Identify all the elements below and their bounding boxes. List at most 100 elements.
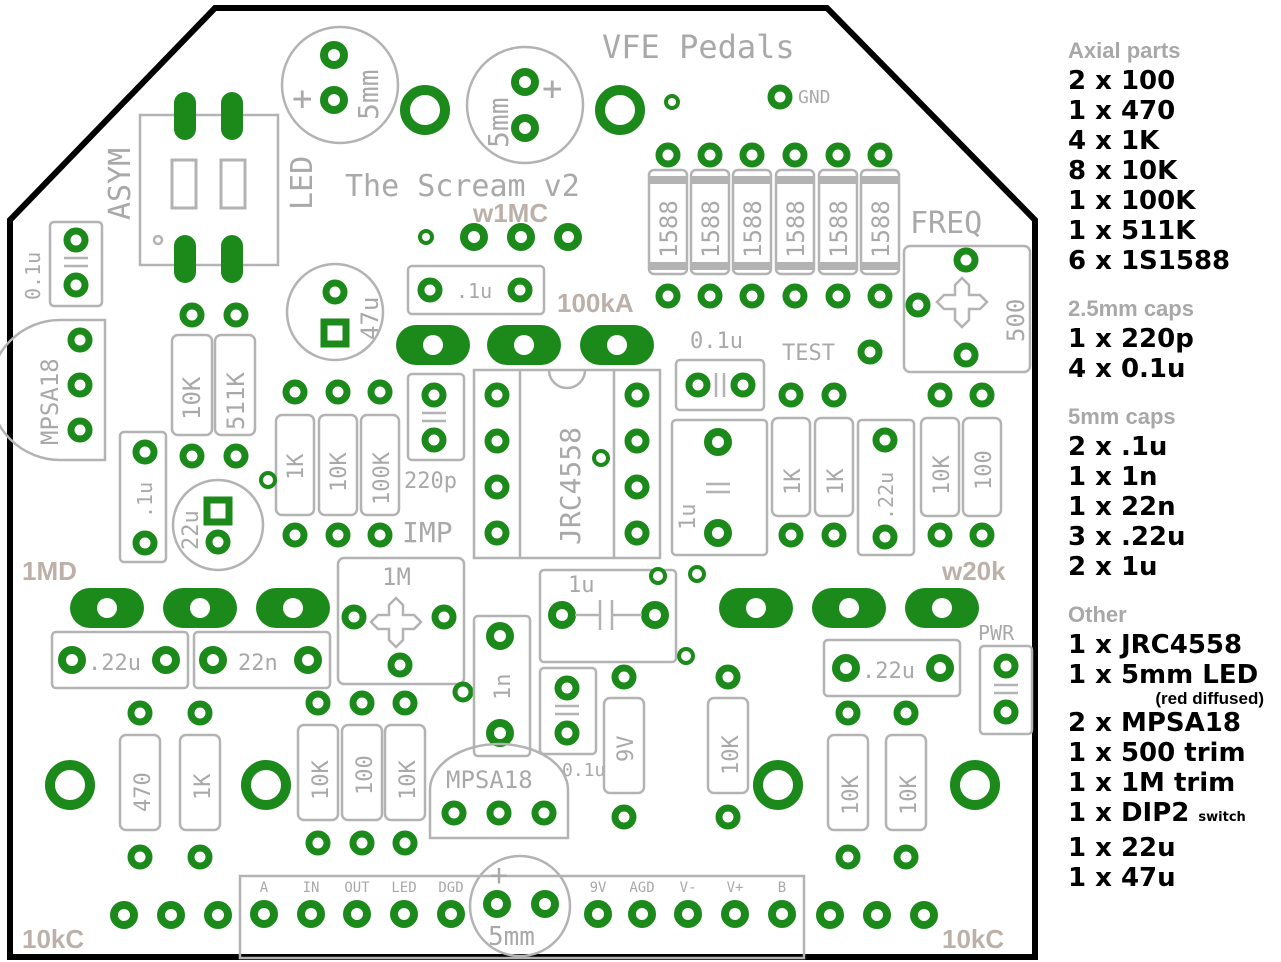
cap-symbol — [706, 482, 730, 494]
cap-symbol — [555, 704, 579, 716]
dip-switch — [219, 158, 247, 210]
cap-outline — [465, 45, 585, 165]
dip-switch — [170, 158, 198, 210]
pot-pad — [863, 901, 891, 929]
terminal-pad — [437, 900, 465, 928]
terminal-label: LED — [391, 880, 416, 896]
cap-pad-square — [203, 496, 233, 526]
resistor-label: 10K — [178, 376, 206, 420]
w20k-label: w20k — [941, 556, 1006, 586]
transistor-outline — [0, 318, 107, 462]
via — [677, 647, 695, 665]
bom-item: 1 x 22n — [1068, 492, 1176, 522]
transistor-pad — [67, 372, 93, 398]
trimmer-pad — [953, 342, 979, 368]
resistor-pad — [367, 379, 393, 405]
resistor-pad — [821, 382, 847, 408]
bom-item: 1 x 1M trim — [1068, 768, 1236, 798]
diode: 1588 — [731, 142, 773, 309]
dip-pad — [221, 92, 243, 140]
diode: 1588 — [774, 142, 816, 309]
transistor-pad — [67, 327, 93, 353]
pot-pad — [910, 901, 938, 929]
cap-pad — [132, 439, 158, 465]
cap-pad — [294, 646, 322, 674]
board-outline — [7, 5, 1038, 960]
transistor-outline — [428, 742, 570, 840]
resistor-pad — [179, 302, 205, 328]
ic-pin — [624, 520, 650, 546]
resistor-pad — [778, 522, 804, 548]
trimmer-label: 500 — [1002, 299, 1030, 342]
terminal-pad — [343, 900, 371, 928]
cap-pad — [511, 68, 539, 96]
cap-label: 220p — [404, 469, 457, 494]
cap-plus: + — [292, 79, 312, 119]
terminal-label: AGD — [629, 880, 654, 896]
resistor-label: 10K — [839, 775, 864, 815]
resistor-pad — [969, 382, 995, 408]
ic-pin — [484, 382, 510, 408]
pot-hole — [607, 335, 627, 355]
resistor-pad — [778, 382, 804, 408]
cap-pad — [872, 427, 898, 453]
resistor-pad — [969, 522, 995, 548]
transistor-pad — [531, 800, 557, 826]
cap-label: 1u — [676, 504, 701, 531]
cap-pad — [486, 622, 514, 650]
cap-label: 5mm — [352, 69, 385, 120]
led-plus: + — [490, 858, 508, 893]
bom-item: 1 x 5mm LED — [1068, 660, 1259, 690]
resistor-label: 10K — [897, 775, 922, 815]
resistor-label: 1K — [781, 468, 806, 495]
kc-right-label: 10kC — [942, 924, 1004, 954]
diode: 1588 — [859, 142, 901, 309]
cap-pad — [421, 382, 447, 408]
test-pad — [857, 339, 883, 365]
cap-label: 5mm — [482, 97, 515, 148]
cap-symbol — [714, 373, 726, 397]
mount-pad — [753, 760, 803, 810]
cap-outline — [978, 644, 1034, 736]
imp-label: IMP — [402, 516, 453, 549]
bom-item: 2 x MPSA18 — [1068, 708, 1241, 738]
resistor-body — [170, 333, 214, 437]
diode-label: 1588 — [867, 200, 895, 258]
cap-pad — [132, 530, 158, 556]
cap-outline — [192, 630, 332, 690]
cap-pad — [63, 227, 89, 253]
cap-pad — [199, 646, 227, 674]
via — [418, 229, 434, 245]
dip-switch-outline — [138, 113, 280, 267]
cap-label: .22u — [88, 651, 141, 676]
resistor-label: 100 — [972, 450, 997, 490]
mount-pad — [595, 85, 645, 135]
pot-pad — [110, 901, 138, 929]
cap-pad — [993, 699, 1019, 725]
resistor-pad — [223, 302, 249, 328]
cap-label: .22u — [874, 472, 898, 520]
cap-outline — [118, 430, 168, 564]
mount-pad — [241, 760, 291, 810]
dip-pad — [221, 235, 243, 283]
cap-outline — [674, 358, 766, 412]
resistor-label: 10K — [309, 760, 334, 800]
terminal-label: IN — [303, 880, 320, 896]
asym-label: ASYM — [103, 148, 138, 220]
cap-outline — [50, 630, 190, 690]
terminal-strip — [238, 874, 806, 960]
cap-outline — [48, 220, 104, 308]
terminal-label: V- — [680, 880, 697, 896]
resistor-label: 10K — [327, 452, 352, 492]
cap-outline — [406, 372, 466, 462]
dip-pad — [174, 235, 196, 283]
resistor-body — [274, 413, 316, 517]
resistor-body — [770, 416, 812, 518]
resistor-label: 1K — [824, 468, 849, 495]
w1mc-label: w1MC — [472, 198, 548, 228]
cap-symbol — [994, 683, 1018, 695]
resistor-body — [813, 416, 855, 518]
resistor-label: 9V — [614, 736, 639, 763]
cap-pad — [511, 114, 539, 142]
